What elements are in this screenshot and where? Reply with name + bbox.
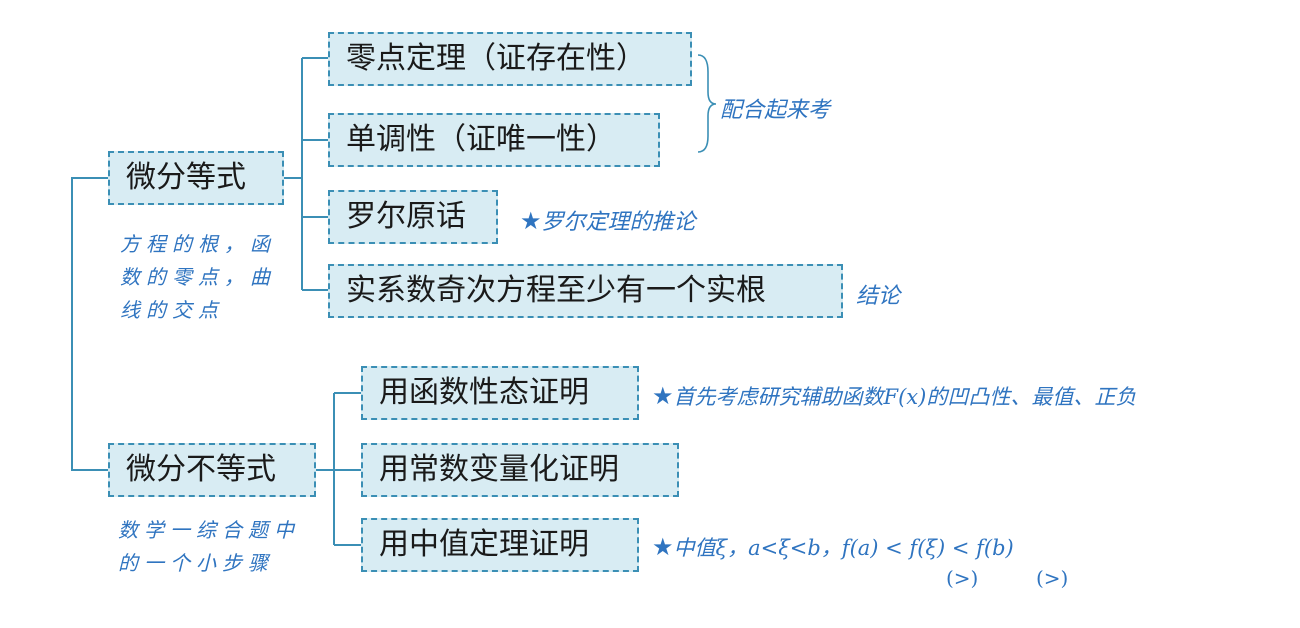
child-function-behavior-proof: 用函数性态证明	[361, 366, 639, 420]
child-label: 用中值定理证明	[379, 527, 589, 562]
child-label: 实系数奇次方程至少有一个实根	[346, 273, 766, 308]
brace	[697, 54, 717, 153]
star-icon: ★	[652, 533, 674, 561]
main1-branches	[302, 57, 328, 291]
child-zero-point-theorem: 零点定理（证存在性）	[328, 32, 692, 86]
main-node-differential-inequality: 微分不等式	[108, 443, 316, 497]
child-label: 零点定理（证存在性）	[346, 41, 646, 76]
star-icon: ★	[520, 207, 542, 235]
main2-branches	[334, 392, 361, 546]
child-constant-variable-proof: 用常数变量化证明	[361, 443, 679, 497]
child-odd-degree-real-root: 实系数奇次方程至少有一个实根	[328, 264, 843, 318]
main1-subnote: 方程的根，函数的零点，曲线的交点	[120, 232, 276, 322]
child-label: 用函数性态证明	[379, 375, 589, 410]
child-mean-value-theorem-proof: 用中值定理证明	[361, 518, 639, 572]
child-label: 用常数变量化证明	[379, 452, 619, 487]
child-label: 单调性（证唯一性）	[346, 122, 616, 157]
child-label: 罗尔原话	[346, 199, 466, 234]
mean-value-note: ★中值ξ，a<ξ<b，f(a) < f(ξ) < f(b)	[652, 533, 1014, 561]
main-node-label: 微分等式	[126, 160, 246, 195]
child-monotonicity: 单调性（证唯一性）	[328, 113, 660, 167]
rolle-note: ★罗尔定理的推论	[520, 207, 696, 235]
star-icon: ★	[652, 382, 674, 410]
main-node-label: 微分不等式	[126, 452, 276, 487]
brace-note: 配合起来考	[720, 98, 831, 123]
root-connector	[71, 177, 108, 471]
child-rolle-original: 罗尔原话	[328, 190, 498, 244]
alt-relation-2: (>)	[1036, 566, 1069, 590]
main-node-differential-equation: 微分等式	[108, 151, 284, 205]
main2-subnote: 数学一综合题中的一个小步骤	[118, 518, 300, 575]
conclusion-note: 结论	[856, 284, 901, 309]
function-behavior-note: ★首先考虑研究辅助函数F(x)的凹凸性、最值、正负	[652, 382, 1137, 410]
alt-relation-1: (>)	[946, 566, 979, 590]
